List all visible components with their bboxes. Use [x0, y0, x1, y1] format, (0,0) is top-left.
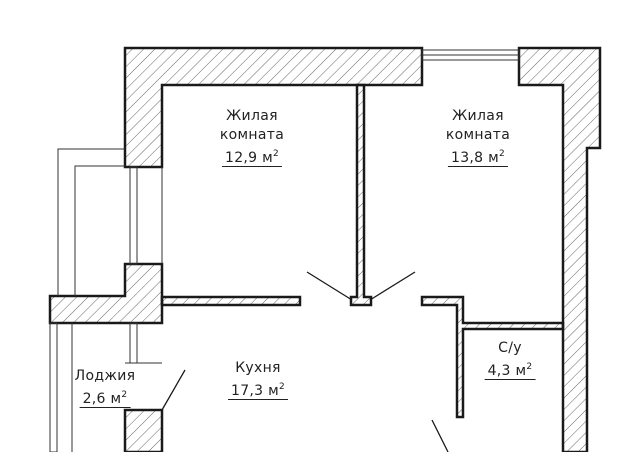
door-swing [306, 271, 353, 301]
room-area: 2,6 м2 [79, 390, 131, 408]
room-name: Жилая [226, 108, 278, 124]
room-label-kitchen: Кухня 17,3 м2 [227, 359, 289, 401]
room-label-loggia: Лоджия 2,6 м2 [75, 367, 136, 409]
wall-bottom-left [123, 408, 164, 452]
window-left [129, 166, 138, 265]
partition-kitchen [160, 295, 302, 307]
room-name: комната [219, 127, 285, 143]
window-loggia [49, 322, 58, 452]
room-label-living-2: Жилая комната 13,8 м2 [446, 107, 510, 168]
room-name: Лоджия [74, 368, 136, 384]
room-name: комната [445, 127, 511, 143]
room-label-living-1: Жилая комната 12,9 м2 [220, 107, 284, 168]
partition-rooms [349, 83, 373, 307]
room-label-bathroom: С/у 4,3 м2 [484, 339, 536, 381]
room-name: Кухня [235, 360, 281, 376]
door-swing [161, 369, 186, 411]
loggia-outline [57, 148, 125, 296]
room-area: 12,9 м2 [221, 149, 282, 167]
door-swing [431, 419, 449, 452]
room-name: Жилая [452, 108, 504, 124]
partition-bathroom [420, 295, 565, 419]
room-area: 4,3 м2 [484, 362, 536, 380]
room-area: 13,8 м2 [447, 149, 508, 167]
window-loggia-door [129, 322, 138, 364]
room-area: 17,3 м2 [227, 382, 289, 400]
exterior-wall-top-right [517, 46, 602, 452]
wall-pier-left [48, 262, 164, 325]
door-swing [369, 271, 416, 301]
room-name: С/у [498, 340, 522, 356]
